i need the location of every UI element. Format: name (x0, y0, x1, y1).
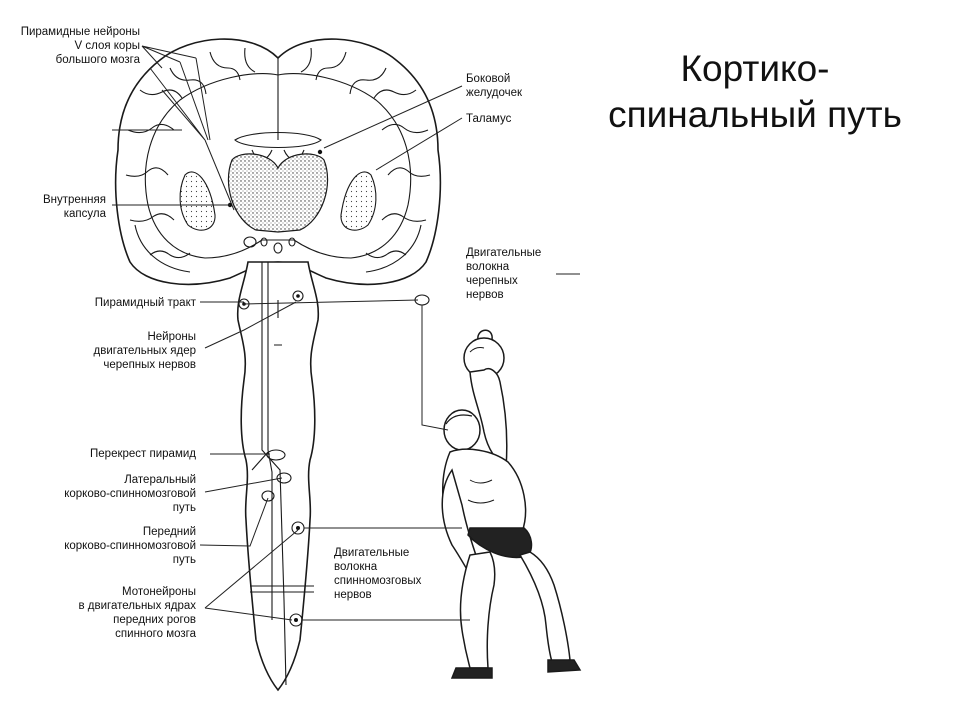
label-lateral-cst-line3: путь (173, 502, 196, 514)
label-cranial-motor-nuclei: Нейроны двигательных ядер черепных нерво… (94, 331, 196, 371)
label-lateral-cst: Латеральный корково-спинномозговой путь (64, 474, 196, 514)
label-lateral-ventricle: Боковой желудочек (466, 73, 523, 99)
human-figure-with-kettlebell-icon (441, 329, 582, 679)
label-lateral-cst-line2: корково-спинномозговой (64, 488, 196, 500)
label-motoneurons-line2: в двигательных ядрах (78, 600, 196, 612)
brainstem-spinal-cord-icon (236, 261, 320, 692)
label-spinal-motor-fibers-line1: Двигательные (334, 547, 409, 559)
label-pyramidal-neurons-line2: V слоя коры (75, 40, 141, 52)
label-internal-capsule: Внутренняя капсула (43, 194, 107, 220)
label-spinal-motor-fibers-line2: волокна (334, 561, 378, 573)
label-cranial-motor-fibers-line2: волокна (466, 261, 510, 273)
label-cranial-motor-fibers-line3: черепных (466, 275, 518, 287)
leader-lines (112, 45, 580, 621)
label-spinal-motor-fibers: Двигательные волокна спинномозговых нерв… (334, 547, 422, 601)
label-spinal-motor-fibers-line4: нервов (334, 589, 372, 601)
label-anterior-cst-line3: путь (173, 554, 196, 566)
slide-title: Кортико- спинальный путь (560, 46, 950, 138)
label-pyramidal-decussation: Перекрест пирамид (90, 448, 196, 460)
label-pyramidal-tract-line1: Пирамидный тракт (95, 297, 197, 309)
nerve-fibers (243, 294, 470, 621)
label-thalamus: Таламус (466, 113, 512, 125)
label-internal-capsule-line2: капсула (64, 208, 107, 220)
label-cranial-motor-nuclei-line3: черепных нервов (103, 359, 196, 371)
label-anterior-cst-line2: корково-спинномозговой (64, 540, 196, 552)
label-cranial-motor-nuclei-line2: двигательных ядер (94, 345, 196, 357)
label-lateral-cst-line1: Латеральный (124, 474, 196, 486)
label-motoneurons-line3: передних рогов (113, 614, 196, 626)
label-cranial-motor-fibers-line1: Двигательные (466, 247, 541, 259)
title-line-1: Кортико- (680, 48, 830, 89)
label-motoneurons-line1: Мотонейроны (122, 586, 196, 598)
label-cranial-motor-nuclei-line1: Нейроны (147, 331, 196, 343)
label-spinal-motor-fibers-line3: спинномозговых (334, 575, 422, 587)
label-motoneurons-line4: спинного мозга (115, 628, 196, 640)
label-thalamus-line1: Таламус (466, 113, 512, 125)
label-anterior-cst: Передний корково-спинномозговой путь (64, 526, 196, 566)
label-pyramidal-neurons: Пирамидные нейроны V слоя коры большого … (21, 26, 141, 66)
label-cranial-motor-fibers-line4: нервов (466, 289, 504, 301)
label-anterior-cst-line1: Передний (143, 526, 196, 538)
label-pyramidal-neurons-line1: Пирамидные нейроны (21, 26, 140, 38)
label-motoneurons: Мотонейроны в двигательных ядрах передни… (78, 586, 196, 640)
label-lateral-ventricle-line1: Боковой (466, 73, 510, 85)
label-pyramidal-neurons-line3: большого мозга (56, 54, 141, 66)
label-pyramidal-decussation-line1: Перекрест пирамид (90, 448, 196, 460)
label-lateral-ventricle-line2: желудочек (466, 87, 523, 99)
label-cranial-motor-fibers: Двигательные волокна черепных нервов (466, 247, 541, 301)
label-pyramidal-tract: Пирамидный тракт (95, 297, 197, 309)
brain-coronal-section-icon (114, 38, 442, 286)
title-line-2: спинальный путь (608, 94, 902, 135)
label-internal-capsule-line1: Внутренняя (43, 194, 106, 206)
